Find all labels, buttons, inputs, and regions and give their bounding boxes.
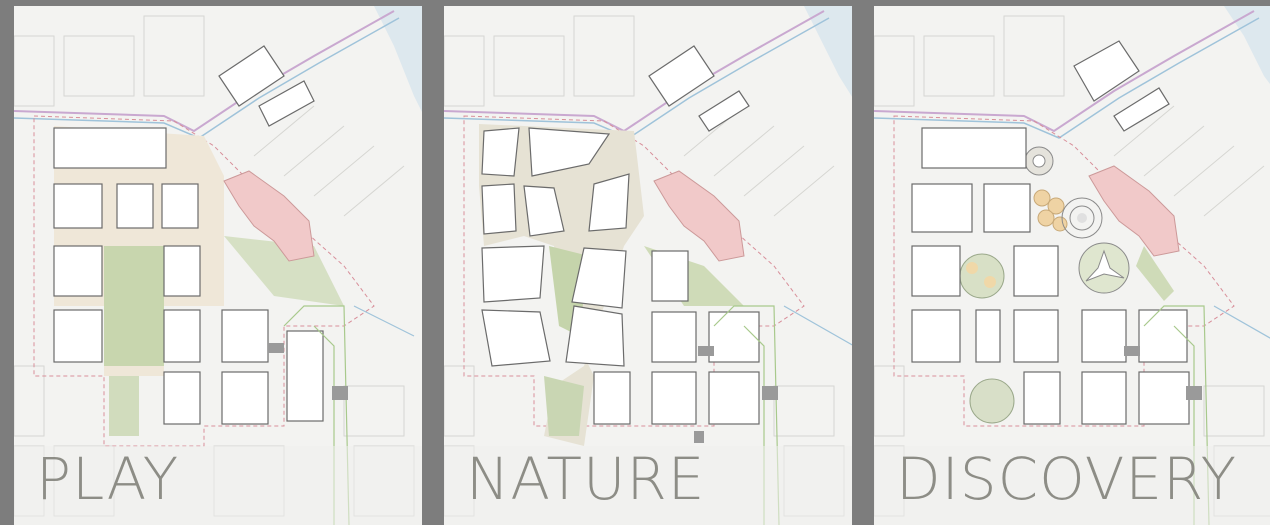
- historic-building: [223, 170, 315, 262]
- waterfront: [804, 6, 852, 97]
- caption-band: [14, 446, 422, 525]
- transit-line: [874, 10, 1255, 133]
- plan-panel-nature: NATURE: [444, 6, 852, 525]
- waterfront: [374, 6, 422, 112]
- dome-cluster: [1033, 189, 1068, 232]
- caption-band: [874, 446, 1270, 525]
- district-boundary: [33, 115, 375, 447]
- site-plan-play: [14, 6, 422, 525]
- plan-panel-play: PLAY: [14, 6, 422, 525]
- waterfront: [1224, 6, 1270, 84]
- transit-line: [14, 10, 395, 133]
- panel-title-nature: NATURE: [466, 445, 706, 513]
- historic-building: [653, 170, 745, 262]
- panel-title-discovery: DISCOVERY: [896, 445, 1238, 513]
- plan-panel-discovery: DISCOVERY: [874, 6, 1270, 525]
- historic-building: [1088, 165, 1180, 257]
- ring-plaza: [1061, 197, 1103, 239]
- caption-band: [444, 446, 852, 525]
- round-garden: [969, 378, 1015, 424]
- panel-title-play: PLAY: [36, 445, 180, 513]
- site-plan-discovery: [874, 6, 1270, 525]
- garden-cluster: [959, 253, 1005, 299]
- site-plan-nature: [444, 6, 852, 525]
- transit-line: [444, 10, 825, 133]
